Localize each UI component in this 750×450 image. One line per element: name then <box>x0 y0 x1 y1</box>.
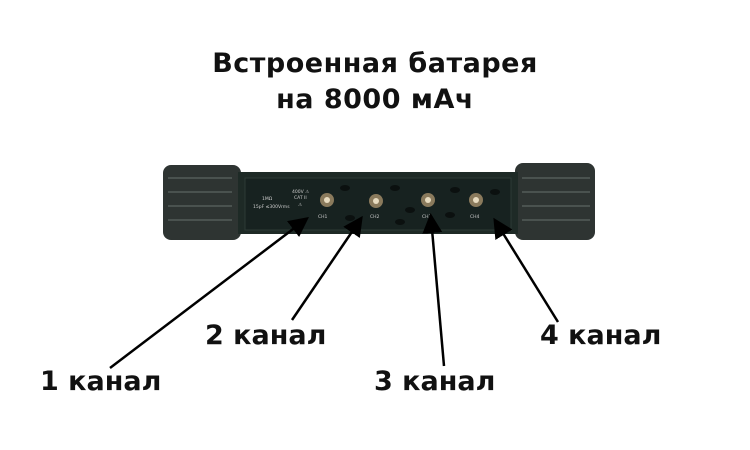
label-channel-1: 1 канал <box>40 366 162 397</box>
label-channel-2: 2 канал <box>205 320 327 351</box>
arrow-ch3 <box>422 213 446 367</box>
svg-text:CH2: CH2 <box>370 214 380 220</box>
right-bumper <box>515 163 595 240</box>
arrow-ch4 <box>493 217 560 323</box>
svg-text:400V ⚠: 400V ⚠ <box>292 189 309 195</box>
arrow-ch2 <box>290 215 363 321</box>
title-line-1: Встроенная батарея <box>212 48 538 79</box>
label-channel-4: 4 канал <box>540 320 662 351</box>
svg-text:⚠: ⚠ <box>298 202 302 208</box>
label-channel-3: 3 канал <box>374 366 496 397</box>
title-line-2: на 8000 мАч <box>276 84 474 115</box>
svg-text:CH4: CH4 <box>470 214 480 220</box>
svg-text:CH1: CH1 <box>318 214 328 220</box>
left-bumper <box>163 165 241 240</box>
svg-text:CAT II: CAT II <box>294 195 307 201</box>
svg-text:15pF ≤300Vrms: 15pF ≤300Vrms <box>253 204 290 210</box>
bnc-connectors <box>320 193 483 208</box>
svg-text:1MΩ: 1MΩ <box>262 196 273 202</box>
arrow-ch1 <box>109 216 309 369</box>
